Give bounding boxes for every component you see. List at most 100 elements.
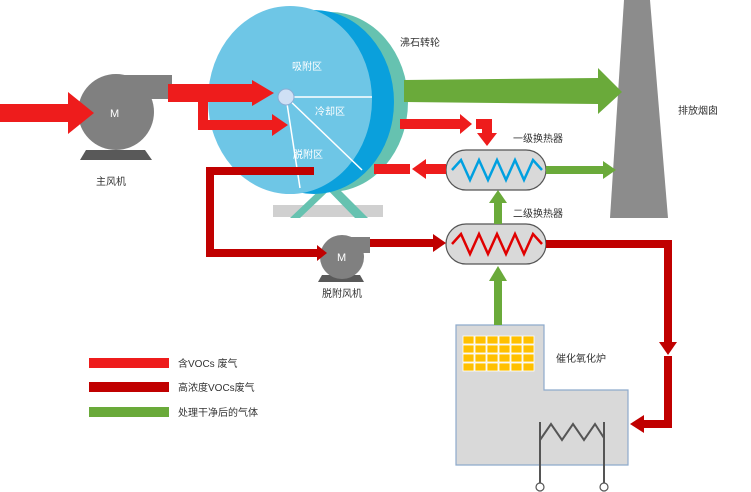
clean-hx2-to-hx1 xyxy=(494,202,502,224)
catalyst-tile xyxy=(522,353,535,363)
rotor-hub xyxy=(277,88,295,106)
voc-inlet-arrowhead xyxy=(68,92,94,134)
catalyst-tile xyxy=(462,362,475,372)
legend-label-high-voc: 高浓度VOCs废气 xyxy=(178,381,255,394)
catalyst-grid-icon xyxy=(462,335,535,372)
voc-inlet-shaft xyxy=(0,104,70,122)
legend: 含VOCs 废气 高浓度VOCs废气 处理干净后的气体 xyxy=(89,357,258,419)
catalyst-tile xyxy=(486,335,499,345)
rotor-divider-2 xyxy=(285,96,363,171)
cooling-zone-label: 冷却区 xyxy=(315,105,345,118)
clean-hx1-out xyxy=(546,166,604,174)
main-fan: M xyxy=(78,74,172,160)
desorption-fan-motor-symbol: M xyxy=(337,252,346,264)
heat-exchanger-2 xyxy=(445,223,547,265)
voc-feed-arrowhead xyxy=(252,80,274,106)
catalyst-tile xyxy=(522,362,535,372)
rotor-stand xyxy=(273,205,383,217)
hv-to-furnace xyxy=(642,420,672,428)
clean-main-arrow xyxy=(404,68,622,114)
hv-down-right-2 xyxy=(664,356,672,428)
desorption-fan-icon xyxy=(320,235,364,279)
hv-fan-to-hx2 xyxy=(370,239,434,247)
catalyst-tile xyxy=(486,362,499,372)
hv-fan-to-hx2-arrowhead xyxy=(433,234,446,252)
catalyst-tile xyxy=(462,335,475,345)
voc-hx1-return-shaft xyxy=(374,164,410,174)
legend-swatch-clean xyxy=(89,407,169,417)
clean-furnace-to-hx2-arrowhead xyxy=(489,266,507,281)
heat-exchanger-1 xyxy=(445,149,547,191)
high-voc-gas-flows xyxy=(206,167,677,433)
hx1-coil-icon xyxy=(451,156,543,184)
voc-hx1-return-arrowhead xyxy=(412,159,426,179)
catalyst-tile xyxy=(522,335,535,345)
catalyst-tile xyxy=(498,344,511,354)
hx2-label: 二级换热器 xyxy=(513,207,563,220)
voc-gas-flows xyxy=(0,80,497,179)
catalyst-tile xyxy=(510,362,523,372)
hv-to-fan-arrowhead xyxy=(317,245,327,261)
voc-feed-shaft xyxy=(168,84,253,102)
furnace-label: 催化氧化炉 xyxy=(556,352,606,365)
voc-cooling-drop xyxy=(198,100,208,130)
catalyst-tile xyxy=(486,353,499,363)
catalytic-furnace xyxy=(455,324,629,492)
clean-furnace-to-hx2 xyxy=(494,280,502,325)
catalyst-tile xyxy=(510,353,523,363)
catalyst-tile xyxy=(462,353,475,363)
legend-swatch-high-voc xyxy=(89,382,169,392)
hv-rotor-out xyxy=(206,167,314,175)
stack-icon xyxy=(610,0,668,218)
catalyst-tile xyxy=(510,335,523,345)
hx1-body xyxy=(445,149,547,191)
catalyst-tile xyxy=(474,353,487,363)
rotor-label: 沸石转轮 xyxy=(400,36,440,49)
hv-hx2-out xyxy=(546,240,672,248)
heating-coil-icon xyxy=(535,422,609,492)
legend-swatch-voc xyxy=(89,358,169,368)
voc-to-hx1-shaft xyxy=(400,119,462,129)
voc-cooling-shaft xyxy=(198,120,273,130)
voc-to-hx1-arrowhead xyxy=(460,114,472,134)
voc-cooling-arrowhead xyxy=(272,114,288,136)
adsorption-zone-label: 吸附区 xyxy=(292,60,322,73)
stack-label: 排放烟囱 xyxy=(678,104,718,117)
hv-down-right xyxy=(664,240,672,344)
catalyst-tile xyxy=(474,335,487,345)
main-fan-motor-symbol: M xyxy=(110,108,119,120)
desorption-fan-label: 脱附风机 xyxy=(322,287,362,300)
catalyst-tile xyxy=(474,362,487,372)
desorption-zone-label: 脱附区 xyxy=(293,148,323,161)
desorption-fan: M xyxy=(318,235,370,282)
hx2-coil-icon xyxy=(451,230,543,258)
hv-to-fan xyxy=(206,249,318,257)
main-fan-label: 主风机 xyxy=(96,175,126,188)
clean-hx2-to-hx1-arrowhead xyxy=(489,190,507,203)
catalyst-tile xyxy=(498,353,511,363)
clean-hx1-out-arrowhead xyxy=(603,161,616,179)
catalyst-tile xyxy=(498,362,511,372)
voc-to-hx1-drop xyxy=(482,119,492,135)
voc-hx1-return-shaft-2 xyxy=(424,164,446,174)
voc-to-hx1-drop-arrowhead xyxy=(477,133,497,146)
catalyst-tile xyxy=(474,344,487,354)
legend-label-voc: 含VOCs 废气 xyxy=(178,357,237,370)
zeolite-rotor: 吸附区 冷却区 脱附区 xyxy=(208,6,408,194)
clean-gas-flows xyxy=(404,68,622,325)
main-fan-base xyxy=(80,150,152,160)
catalyst-tile xyxy=(510,344,523,354)
main-fan-icon xyxy=(78,74,154,150)
hv-down xyxy=(206,167,214,257)
hv-to-furnace-arrowhead xyxy=(630,415,644,433)
legend-label-clean: 处理干净后的气体 xyxy=(178,406,258,419)
catalyst-tile xyxy=(462,344,475,354)
catalyst-tile xyxy=(486,344,499,354)
catalyst-tile xyxy=(522,344,535,354)
catalyst-tile xyxy=(498,335,511,345)
hx2-body xyxy=(445,223,547,265)
hx1-label: 一级换热器 xyxy=(513,132,563,145)
hv-down-right-arrowhead xyxy=(659,342,677,355)
